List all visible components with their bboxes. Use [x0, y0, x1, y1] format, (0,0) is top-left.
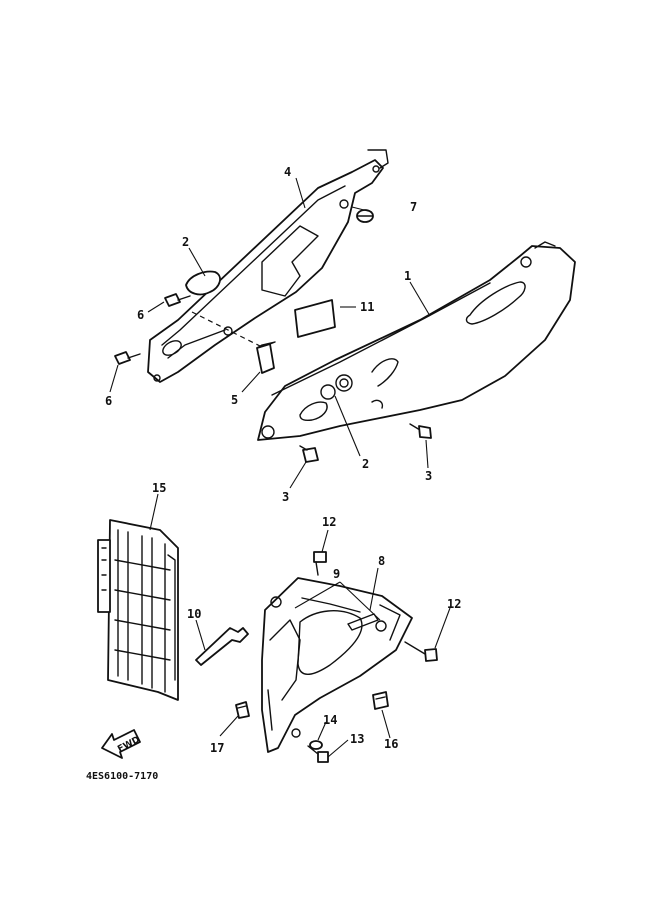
air-scoop	[261, 577, 413, 753]
callout-10: 10	[187, 607, 201, 621]
clip-nut-17	[235, 701, 250, 719]
forward-arrow: FWD	[101, 729, 142, 759]
drawing-code: 4ES6100-7170	[86, 771, 158, 782]
damper-block	[256, 341, 276, 374]
callout-4: 4	[284, 165, 291, 179]
side-cover-left	[147, 149, 389, 383]
bracket-strip	[195, 627, 249, 666]
label-plate	[294, 299, 336, 338]
callout-17: 17	[210, 741, 224, 755]
callout-5: 5	[231, 393, 238, 407]
bolt-12-right	[404, 641, 438, 662]
side-cover-right	[257, 241, 576, 441]
callout-3-left: 3	[282, 490, 289, 504]
washer-14	[309, 740, 323, 750]
grommet-upper	[185, 270, 221, 296]
callout-6-upper: 6	[137, 308, 144, 322]
callout-6-lower: 6	[105, 394, 112, 408]
radiator-guard	[97, 519, 179, 701]
callout-7: 7	[410, 200, 417, 214]
callout-12-top: 12	[322, 515, 336, 529]
bolt-12-top	[313, 551, 327, 576]
bolt-6-upper	[164, 293, 191, 307]
callout-11: 11	[360, 300, 374, 314]
callout-labels: 4 2 7 1 11 6 6 5 2 3 3 15 12 8 9 12 10 1…	[105, 165, 461, 755]
callout-1: 1	[404, 269, 411, 283]
callout-14: 14	[323, 713, 337, 727]
callout-9: 9	[333, 567, 340, 581]
callout-15: 15	[152, 481, 166, 495]
bolt-6-lower	[114, 351, 141, 365]
clip-nut-16	[372, 691, 389, 710]
leader-lines	[109, 177, 451, 758]
bolt-13	[307, 745, 329, 763]
callout-13: 13	[350, 732, 364, 746]
callout-16: 16	[384, 737, 398, 751]
callout-8: 8	[378, 554, 385, 568]
bolt-3-right	[409, 423, 432, 439]
callout-12-right: 12	[447, 597, 461, 611]
callout-3-right: 3	[425, 469, 432, 483]
bolt-3-left	[299, 445, 319, 463]
callout-2-lower: 2	[362, 457, 369, 471]
callout-2-upper: 2	[182, 235, 189, 249]
